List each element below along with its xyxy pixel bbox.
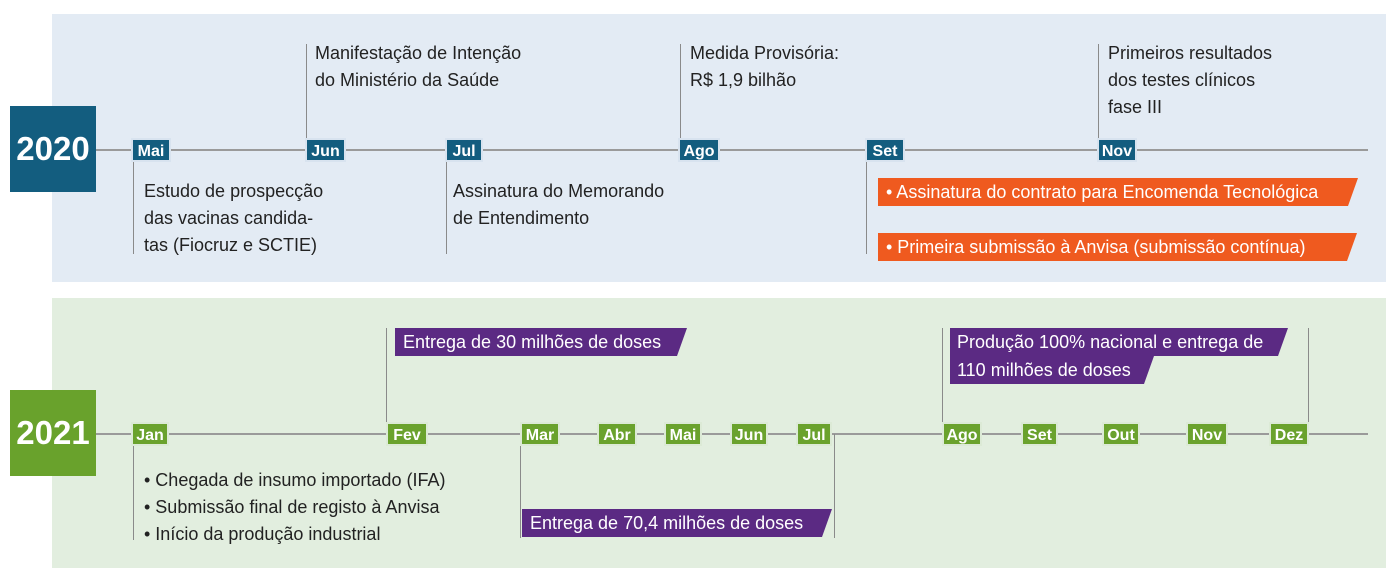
month-2020-jul: Jul (445, 138, 483, 162)
year-2021-label: 2021 (10, 390, 96, 476)
month-2020-ago: Ago (678, 138, 720, 162)
month-2021-jul: Jul (796, 422, 832, 446)
month-2020-mai: Mai (131, 138, 171, 162)
leader-jul-2021 (834, 434, 835, 538)
note-2021-jan: • Chegada de insumo importado (IFA) • Su… (144, 470, 446, 544)
tag-bg-line1 (950, 328, 1288, 356)
month-2021-jan: Jan (131, 422, 169, 446)
tag-text-line1: Produção 100% nacional e entrega de (957, 332, 1264, 352)
month-2021-mar: Mar (520, 422, 560, 446)
leader-set-2020 (866, 150, 867, 254)
leader-nov-2020 (1098, 44, 1099, 150)
note-2020-mai: Estudo de prospecção das vacinas candida… (144, 181, 324, 255)
leader-dez-2021 (1308, 328, 1309, 434)
axis-2020 (96, 149, 1368, 151)
month-2020-jun: Jun (305, 138, 346, 162)
leader-jun-2020 (306, 44, 307, 150)
tag-2020-set-submission: • Primeira submissão à Anvisa (submissão… (878, 233, 1357, 261)
tag-text-line2: 110 milhões de doses (957, 360, 1131, 380)
month-2021-out: Out (1102, 422, 1140, 446)
year-2020-label: 2020 (10, 106, 96, 192)
month-2021-mai: Mai (664, 422, 702, 446)
note-2020-jun: Manifestação de Intenção do Ministério d… (315, 43, 522, 90)
month-2021-set: Set (1021, 422, 1058, 446)
leader-ago-2021 (942, 328, 943, 434)
month-2021-nov: Nov (1186, 422, 1228, 446)
tag-2021-fev-delivery: Entrega de 30 milhões de doses (395, 328, 687, 356)
month-2020-set: Set (865, 138, 905, 162)
note-2020-nov: Primeiros resultados dos testes clínicos… (1108, 43, 1273, 117)
tag-2021-mar-jul-delivery: Entrega de 70,4 milhões de doses (522, 509, 832, 537)
month-2021-dez: Dez (1269, 422, 1309, 446)
month-2021-fev: Fev (386, 422, 428, 446)
leader-mai-2020 (133, 150, 134, 254)
note-2020-ago: Medida Provisória: R$ 1,9 bilhão (690, 43, 840, 90)
note-2020-jul: Assinatura do Memorando de Entendimento (453, 181, 665, 228)
leader-jan-2021 (133, 434, 134, 540)
tag-bg-line2 (950, 356, 1154, 384)
leader-mar-2021 (520, 434, 521, 538)
month-2021-abr: Abr (597, 422, 637, 446)
leader-fev-2021 (386, 328, 387, 434)
tag-2020-set-contract: • Assinatura do contrato para Encomenda … (878, 178, 1358, 206)
month-2021-ago: Ago (942, 422, 982, 446)
leader-jul-2020 (446, 150, 447, 254)
month-2020-nov: Nov (1097, 138, 1137, 162)
month-2021-jun: Jun (730, 422, 768, 446)
leader-ago-2020 (680, 44, 681, 150)
